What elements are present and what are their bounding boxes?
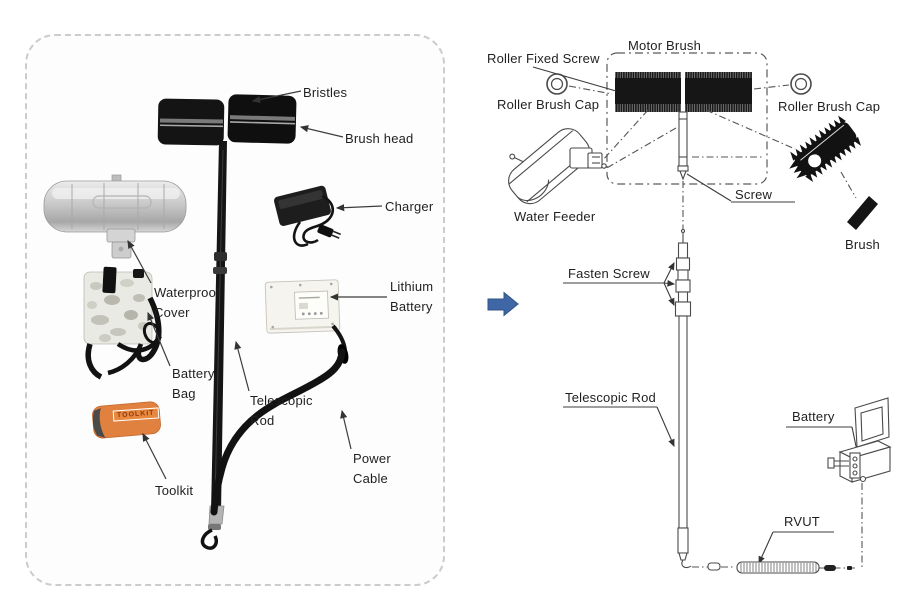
waterproof-cover-photo xyxy=(43,174,187,259)
assembly-box xyxy=(606,52,768,185)
fasten-screw-leaders xyxy=(563,262,676,307)
label-rvut: RVUT xyxy=(784,514,820,529)
left-leader-lines xyxy=(127,90,387,480)
motor-brush-drawing xyxy=(615,72,752,112)
label-brush-head: Brush head xyxy=(345,131,414,146)
label-charger: Charger xyxy=(385,199,434,214)
construction-lines xyxy=(568,84,863,569)
roller-brush-cap-left-drawing xyxy=(546,73,568,95)
power-cable-photo xyxy=(210,344,349,516)
label-battery: Battery xyxy=(792,409,835,424)
label-waterproof-cover: Waterproof Cover xyxy=(154,285,220,320)
roller-brush-drawing xyxy=(789,115,861,183)
label-bristles: Bristles xyxy=(303,85,348,100)
label-power-cable: Power Cable xyxy=(353,451,391,486)
label-roller-brush-cap-left: Roller Brush Cap xyxy=(497,97,600,112)
right-leader-lines xyxy=(532,66,858,565)
label-toolkit: Toolkit xyxy=(155,483,194,498)
screw-shaft-drawing xyxy=(677,111,689,181)
right-line-drawing xyxy=(508,52,892,574)
telescopic-rod-drawing xyxy=(674,228,692,569)
brush-head-photo xyxy=(157,94,297,146)
label-lithium-battery: Lithium Battery xyxy=(390,279,434,314)
charger-photo xyxy=(273,185,342,247)
label-telescopic-rod-left: Telescopic Rod xyxy=(250,393,313,428)
lithium-battery-photo xyxy=(264,279,347,351)
brush-plate-drawing xyxy=(847,196,878,230)
label-water-feeder: Water Feeder xyxy=(514,209,596,224)
battery-bag-photo xyxy=(83,266,162,380)
transition-arrow xyxy=(487,291,519,317)
water-feeder-drawing xyxy=(508,128,607,205)
label-fasten-screw: Fasten Screw xyxy=(568,266,650,281)
roller-brush-cap-right-drawing xyxy=(790,73,812,95)
label-roller-fixed-screw: Roller Fixed Screw xyxy=(487,51,600,66)
label-motor-brush: Motor Brush xyxy=(628,38,702,53)
battery-drawing xyxy=(827,397,892,483)
label-roller-brush-cap-right: Roller Brush Cap xyxy=(778,99,881,114)
rvut-coil-drawing xyxy=(707,561,852,574)
label-brush: Brush xyxy=(845,237,880,252)
label-battery-bag: Battery Bag xyxy=(172,366,215,401)
label-screw: Screw xyxy=(735,187,773,202)
label-telescopic-rod-right: Telescopic Rod xyxy=(565,390,656,405)
